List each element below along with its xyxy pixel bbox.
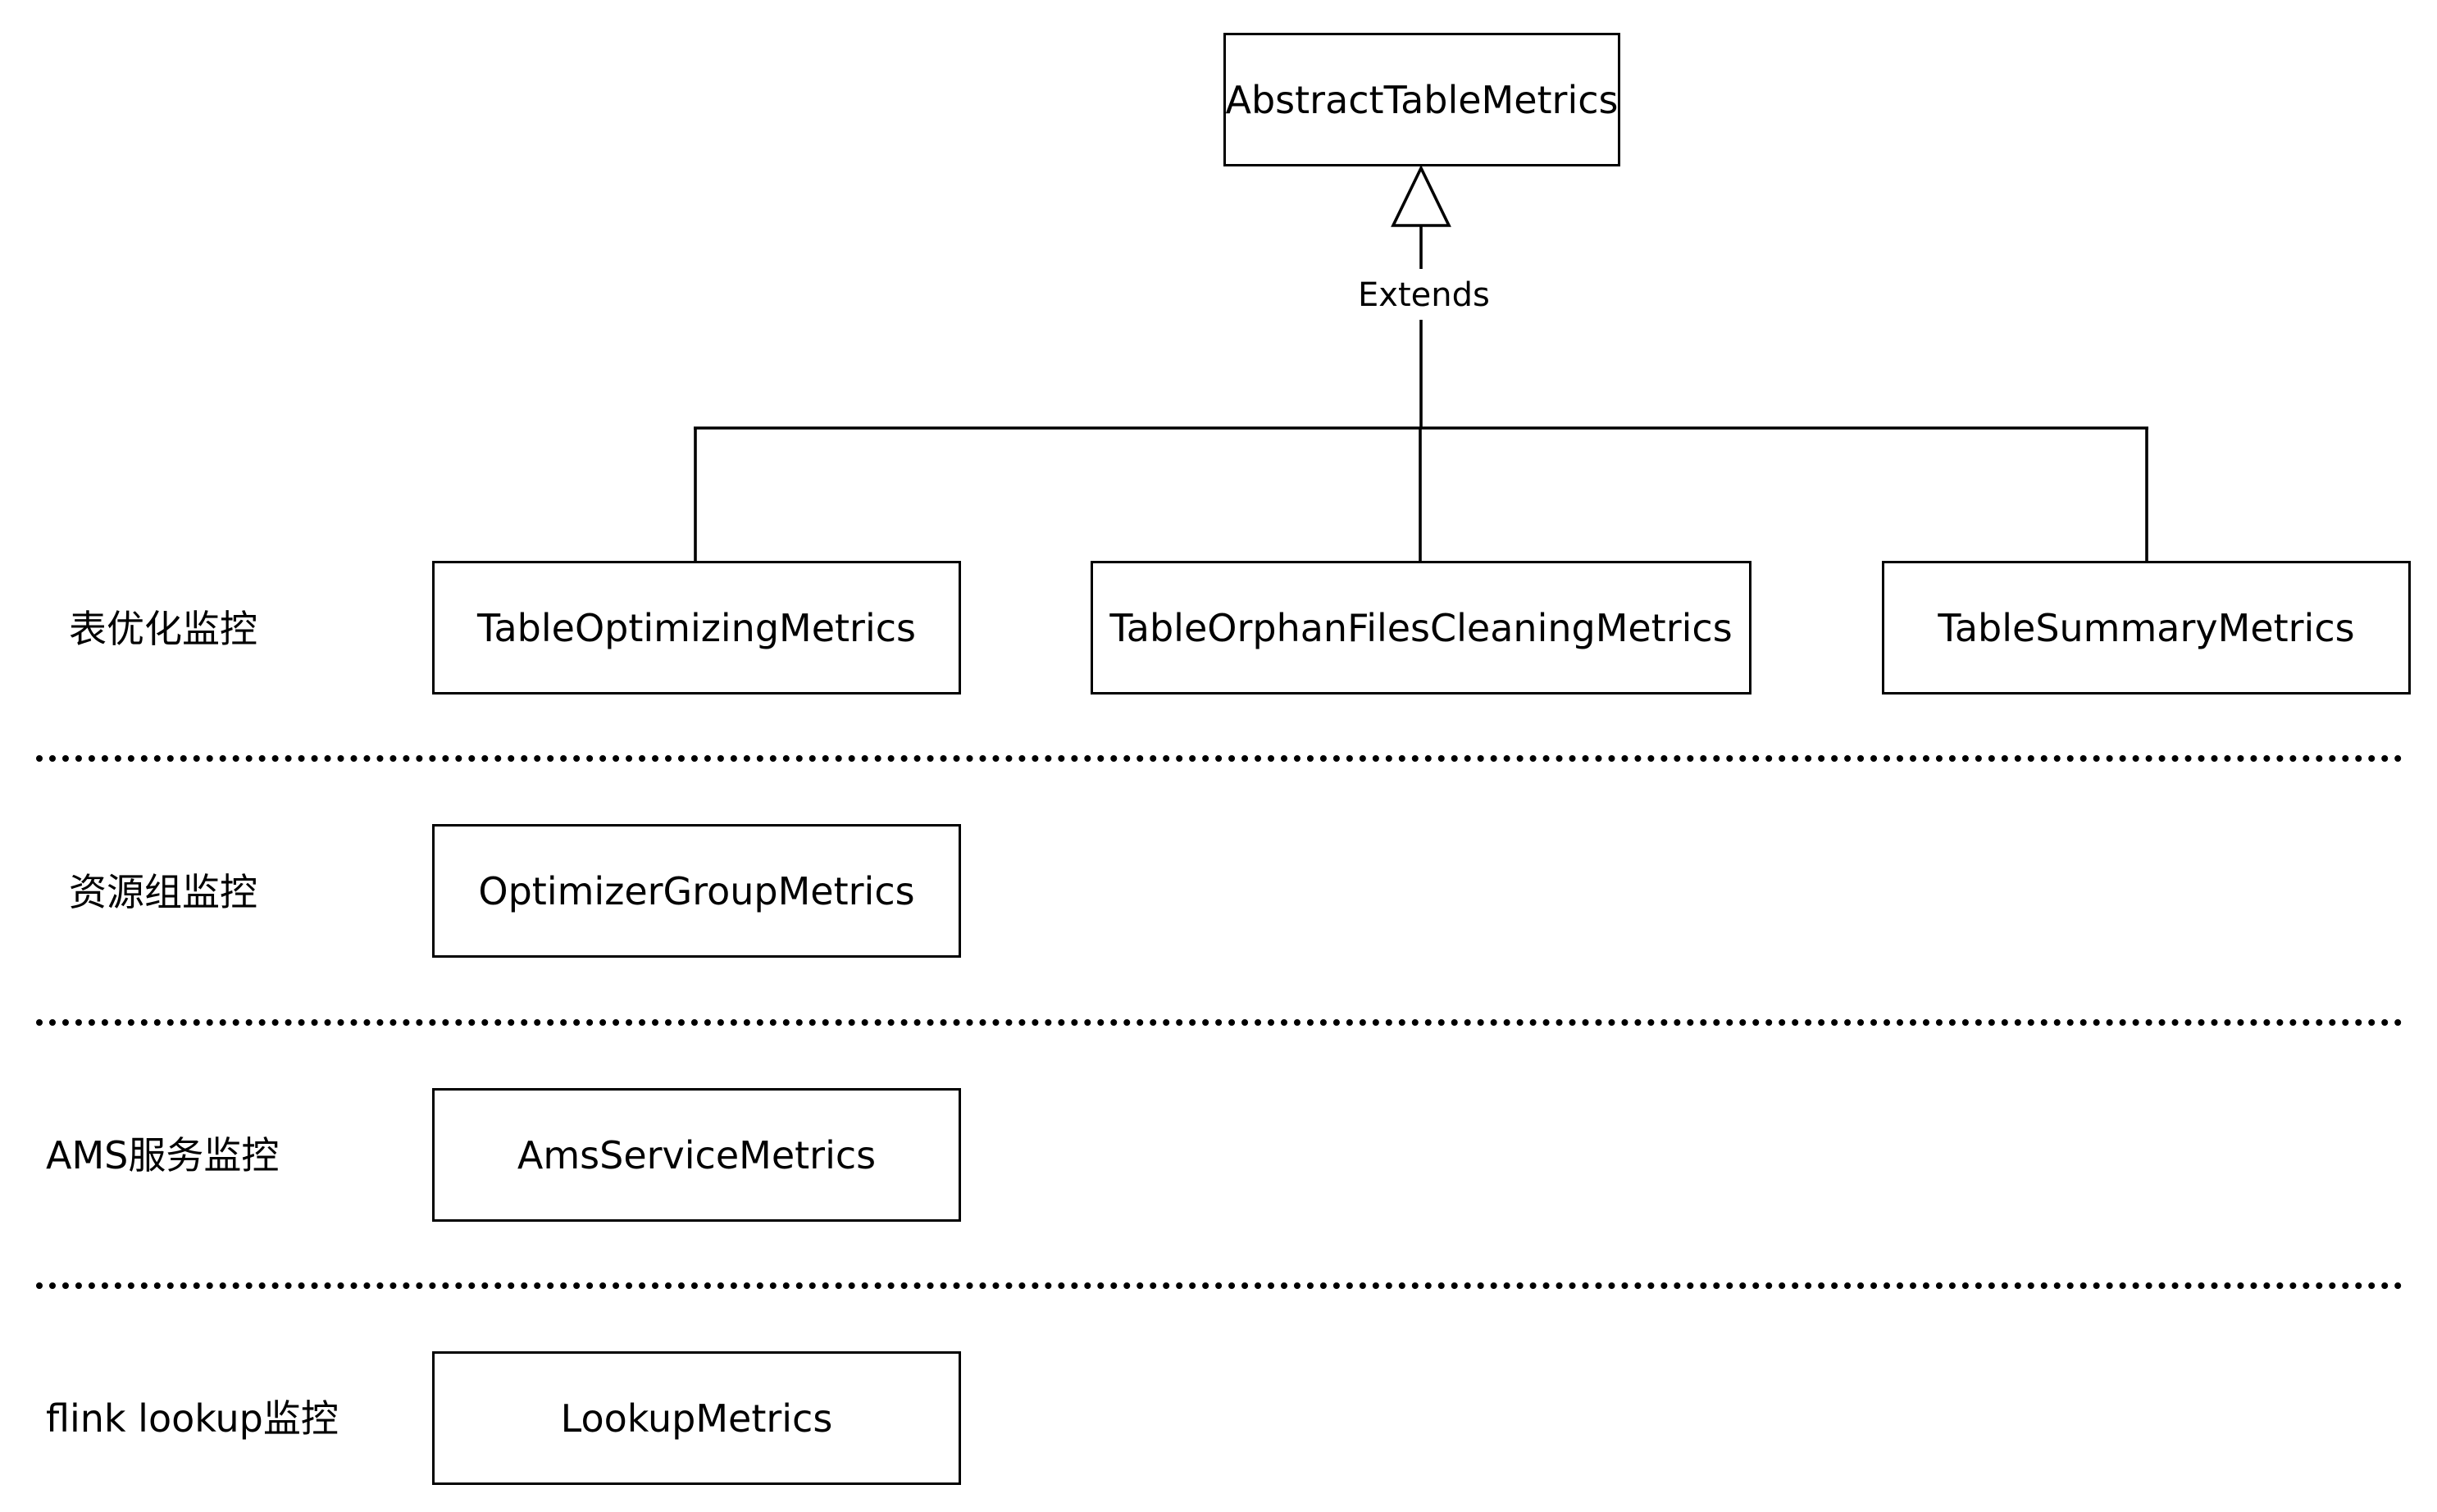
class-name: TableSummaryMetrics — [1938, 605, 2355, 650]
inheritance-arrowhead — [1391, 164, 1451, 227]
class-box-abstract-table-metrics: AbstractTableMetrics — [1223, 33, 1620, 166]
class-box-table-optimizing-metrics: TableOptimizingMetrics — [432, 561, 961, 695]
row-separator-1 — [36, 755, 2403, 762]
class-box-table-orphan-files-cleaning-metrics: TableOrphanFilesCleaningMetrics — [1091, 561, 1751, 695]
class-box-lookup-metrics: LookupMetrics — [432, 1351, 961, 1485]
class-box-ams-service-metrics: AmsServiceMetrics — [432, 1088, 961, 1222]
row-separator-3 — [36, 1282, 2403, 1289]
row-separator-2 — [36, 1019, 2403, 1026]
class-name: TableOrphanFilesCleaningMetrics — [1109, 605, 1733, 650]
row-label-table-optimizing: 表优化监控 — [69, 607, 257, 651]
class-name: TableOptimizingMetrics — [476, 605, 917, 650]
class-name: AbstractTableMetrics — [1225, 77, 1619, 122]
row-label-ams-service: AMS服务监控 — [46, 1133, 280, 1177]
class-name: OptimizerGroupMetrics — [478, 868, 915, 913]
extends-label: Extends — [1353, 279, 1495, 312]
row-label-resource-group: 资源组监控 — [69, 870, 257, 914]
row-label-flink-lookup: flink lookup监控 — [46, 1396, 339, 1441]
class-name: AmsServiceMetrics — [517, 1132, 877, 1177]
class-name: LookupMetrics — [560, 1396, 833, 1441]
class-box-table-summary-metrics: TableSummaryMetrics — [1882, 561, 2411, 695]
class-box-optimizer-group-metrics: OptimizerGroupMetrics — [432, 824, 961, 958]
